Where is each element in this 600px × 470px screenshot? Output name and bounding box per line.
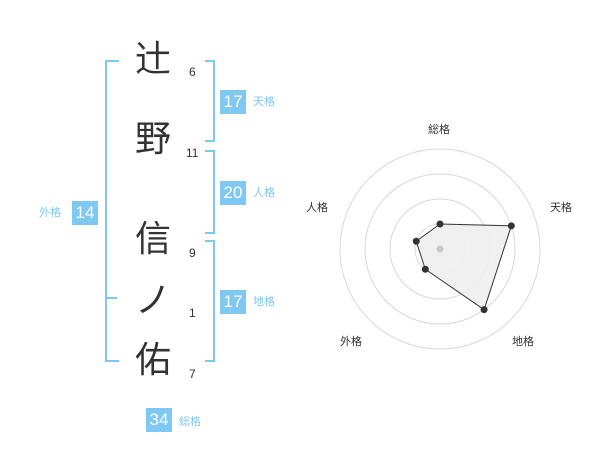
radar-point-jinkaku (412, 237, 420, 245)
radar-point-tenkaku (507, 222, 515, 230)
name-char-2: 野 (134, 119, 171, 160)
name-char-1: 辻 (134, 39, 171, 80)
name-char-5: 佑 (134, 340, 171, 381)
radar-point-soukaku (436, 220, 444, 228)
name-char-4: ノ (134, 280, 171, 321)
radar-ring (339, 148, 541, 350)
stroke-count-5: 7 (189, 367, 196, 381)
radar-label-chikaku: 地格 (512, 335, 534, 348)
tenkaku-badge: 17 (220, 90, 246, 114)
gaikaku-badge: 14 (72, 201, 98, 225)
tenkaku-label: 天格 (253, 95, 275, 108)
stroke-count-2: 11 (186, 146, 199, 160)
radar-ring (364, 173, 516, 325)
chikaku-badge: 17 (220, 290, 246, 314)
radar-label-tenkaku: 天格 (550, 201, 572, 214)
radar-center (436, 245, 444, 253)
jinkaku-label: 人格 (253, 186, 275, 199)
jinkaku-badge: 20 (220, 181, 246, 205)
tenkaku-bracket (205, 60, 215, 142)
soukaku-label: 総格 (179, 415, 201, 428)
radar-points (412, 220, 515, 314)
radar-point-gaikaku (421, 265, 429, 273)
gaikaku-label: 外格 (39, 206, 61, 219)
jinkaku-bracket (205, 150, 215, 234)
radar-point-chikaku (480, 306, 488, 314)
radar-grid (339, 148, 541, 350)
soukaku-badge: 34 (146, 408, 172, 432)
radar-label-soukaku: 総格 (428, 123, 450, 136)
name-char-3: 信 (134, 219, 171, 260)
radar-label-gaikaku: 外格 (340, 335, 362, 348)
stroke-count-1: 6 (189, 65, 196, 79)
radar-area (415, 223, 513, 311)
radar-label-jinkaku: 人格 (306, 201, 328, 214)
stroke-count-3: 9 (189, 246, 196, 260)
chikaku-label: 地格 (253, 295, 275, 308)
gaikaku-bracket-split (105, 297, 117, 299)
chikaku-bracket (205, 240, 215, 362)
stroke-count-4: 1 (189, 306, 196, 320)
gaikaku-bracket (105, 60, 119, 362)
